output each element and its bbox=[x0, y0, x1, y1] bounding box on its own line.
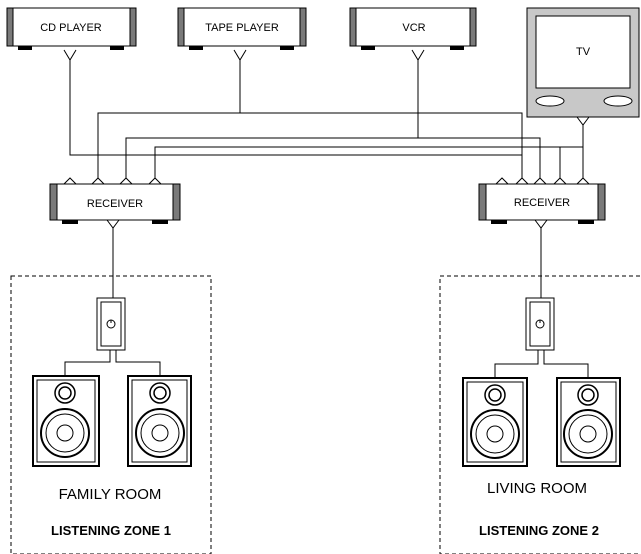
zone-1-speaker-right bbox=[127, 375, 192, 467]
tv: TV bbox=[526, 7, 640, 126]
zone-1-border bbox=[10, 275, 212, 554]
zone-2-speaker-right bbox=[556, 377, 621, 467]
vcr-label: VCR bbox=[402, 22, 425, 34]
wiring bbox=[64, 60, 589, 378]
tv-label: TV bbox=[576, 46, 591, 58]
vcr: VCR bbox=[349, 7, 477, 61]
left-receiver: RECEIVER bbox=[49, 177, 181, 229]
cd-player-wire bbox=[69, 60, 523, 178]
right-receiver-label: RECEIVER bbox=[514, 197, 570, 209]
right-speaker-wire-1 bbox=[494, 350, 539, 378]
right-speaker-wire-2 bbox=[543, 350, 589, 378]
zone-2-title: LISTENING ZONE 2 bbox=[479, 523, 599, 538]
tape-player-wire bbox=[97, 112, 523, 178]
cd-player: CD PLAYER bbox=[6, 7, 137, 61]
zone-1-title: LISTENING ZONE 1 bbox=[51, 523, 171, 538]
tape-player: TAPE PLAYER bbox=[177, 7, 307, 61]
cd-player-label: CD PLAYER bbox=[40, 22, 102, 34]
zone-2-room-label: LIVING ROOM bbox=[487, 480, 587, 497]
zone-1-speaker-switch bbox=[96, 297, 126, 351]
zone-1-room-label: FAMILY ROOM bbox=[59, 486, 162, 503]
vcr-wire bbox=[125, 137, 541, 178]
tape-player-label: TAPE PLAYER bbox=[205, 22, 279, 34]
right-receiver: RECEIVER bbox=[478, 177, 606, 229]
zone-2-speaker-left bbox=[462, 377, 528, 467]
left-receiver-label: RECEIVER bbox=[87, 198, 143, 210]
zone-1-speaker-left bbox=[32, 375, 100, 467]
left-speaker-wire-2 bbox=[115, 350, 161, 376]
zone-2-speaker-switch bbox=[525, 297, 555, 351]
tv-wire bbox=[154, 125, 584, 178]
zone-2-border bbox=[439, 275, 641, 554]
left-speaker-wire-1 bbox=[64, 350, 111, 376]
